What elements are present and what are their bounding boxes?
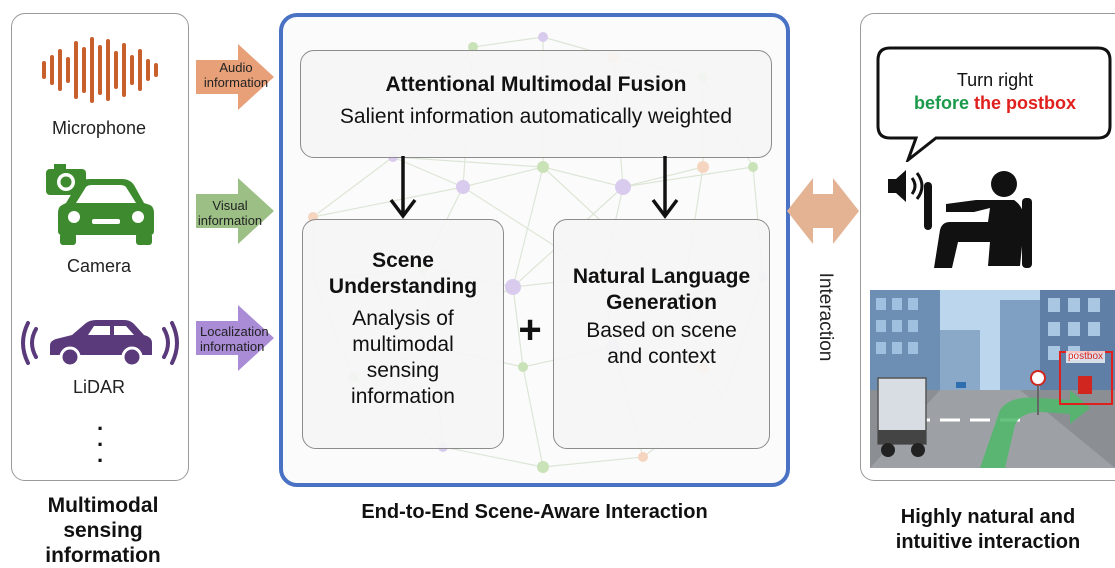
driver-icon bbox=[924, 171, 1032, 268]
center-caption: End-to-End Scene-Aware Interaction bbox=[361, 501, 708, 523]
plus-sign: + bbox=[518, 308, 542, 352]
bubble-word-before: before bbox=[913, 93, 969, 113]
down-arrow-to-scene bbox=[389, 156, 417, 219]
localization-arrow-label: Localization information bbox=[200, 324, 269, 354]
interaction-double-arrow bbox=[787, 178, 859, 244]
nlg-title: Natural Language Generation bbox=[572, 265, 751, 314]
scene-title: Scene Understanding bbox=[328, 249, 478, 298]
sensor-label-camera: Camera bbox=[66, 256, 132, 276]
sensor-label-microphone: Microphone bbox=[51, 118, 147, 138]
postbox-sign-label: postbox bbox=[1066, 351, 1106, 363]
car-lidar-icon bbox=[21, 320, 179, 368]
audio-arrow bbox=[196, 44, 274, 110]
street-scene-image bbox=[870, 290, 1115, 468]
speech-bubble-shape bbox=[876, 46, 1112, 162]
localization-arrow bbox=[196, 305, 274, 371]
visual-arrow bbox=[196, 178, 274, 244]
fusion-box: Attentional Multimodal Fusion Salient in… bbox=[300, 50, 772, 158]
scene-understanding-box: Scene Understanding Analysis of multimod… bbox=[302, 219, 504, 449]
bubble-line2: before the postbox bbox=[880, 93, 1110, 114]
speaker-icon bbox=[888, 170, 924, 202]
fusion-subtitle: Salient information automatically weight… bbox=[339, 105, 733, 128]
visual-arrow-label: Visual information bbox=[197, 198, 263, 228]
scene-body: Analysis of multimodal sensing informati… bbox=[351, 307, 455, 408]
bubble-line1: Turn right bbox=[956, 70, 1034, 90]
interaction-label: Interaction bbox=[815, 272, 836, 362]
bubble-word-the-postbox: the postbox bbox=[974, 93, 1077, 113]
audio-arrow-label: Audio information bbox=[203, 60, 269, 90]
down-arrow-to-nlg bbox=[651, 156, 679, 219]
nlg-box: Natural Language Generation Based on sce… bbox=[553, 219, 770, 449]
sound-wave-icon bbox=[42, 37, 158, 103]
fusion-title: Attentional Multimodal Fusion bbox=[385, 73, 687, 96]
car-camera-icon bbox=[46, 164, 154, 245]
right-caption: Highly natural and intuitive interaction bbox=[895, 506, 1081, 553]
left-caption: Multimodal sensing information bbox=[45, 494, 161, 567]
sensor-label-lidar: LiDAR bbox=[72, 377, 125, 397]
nlg-body: Based on scene and context bbox=[586, 319, 737, 368]
more-sensors-ellipsis: . . . bbox=[96, 410, 104, 467]
